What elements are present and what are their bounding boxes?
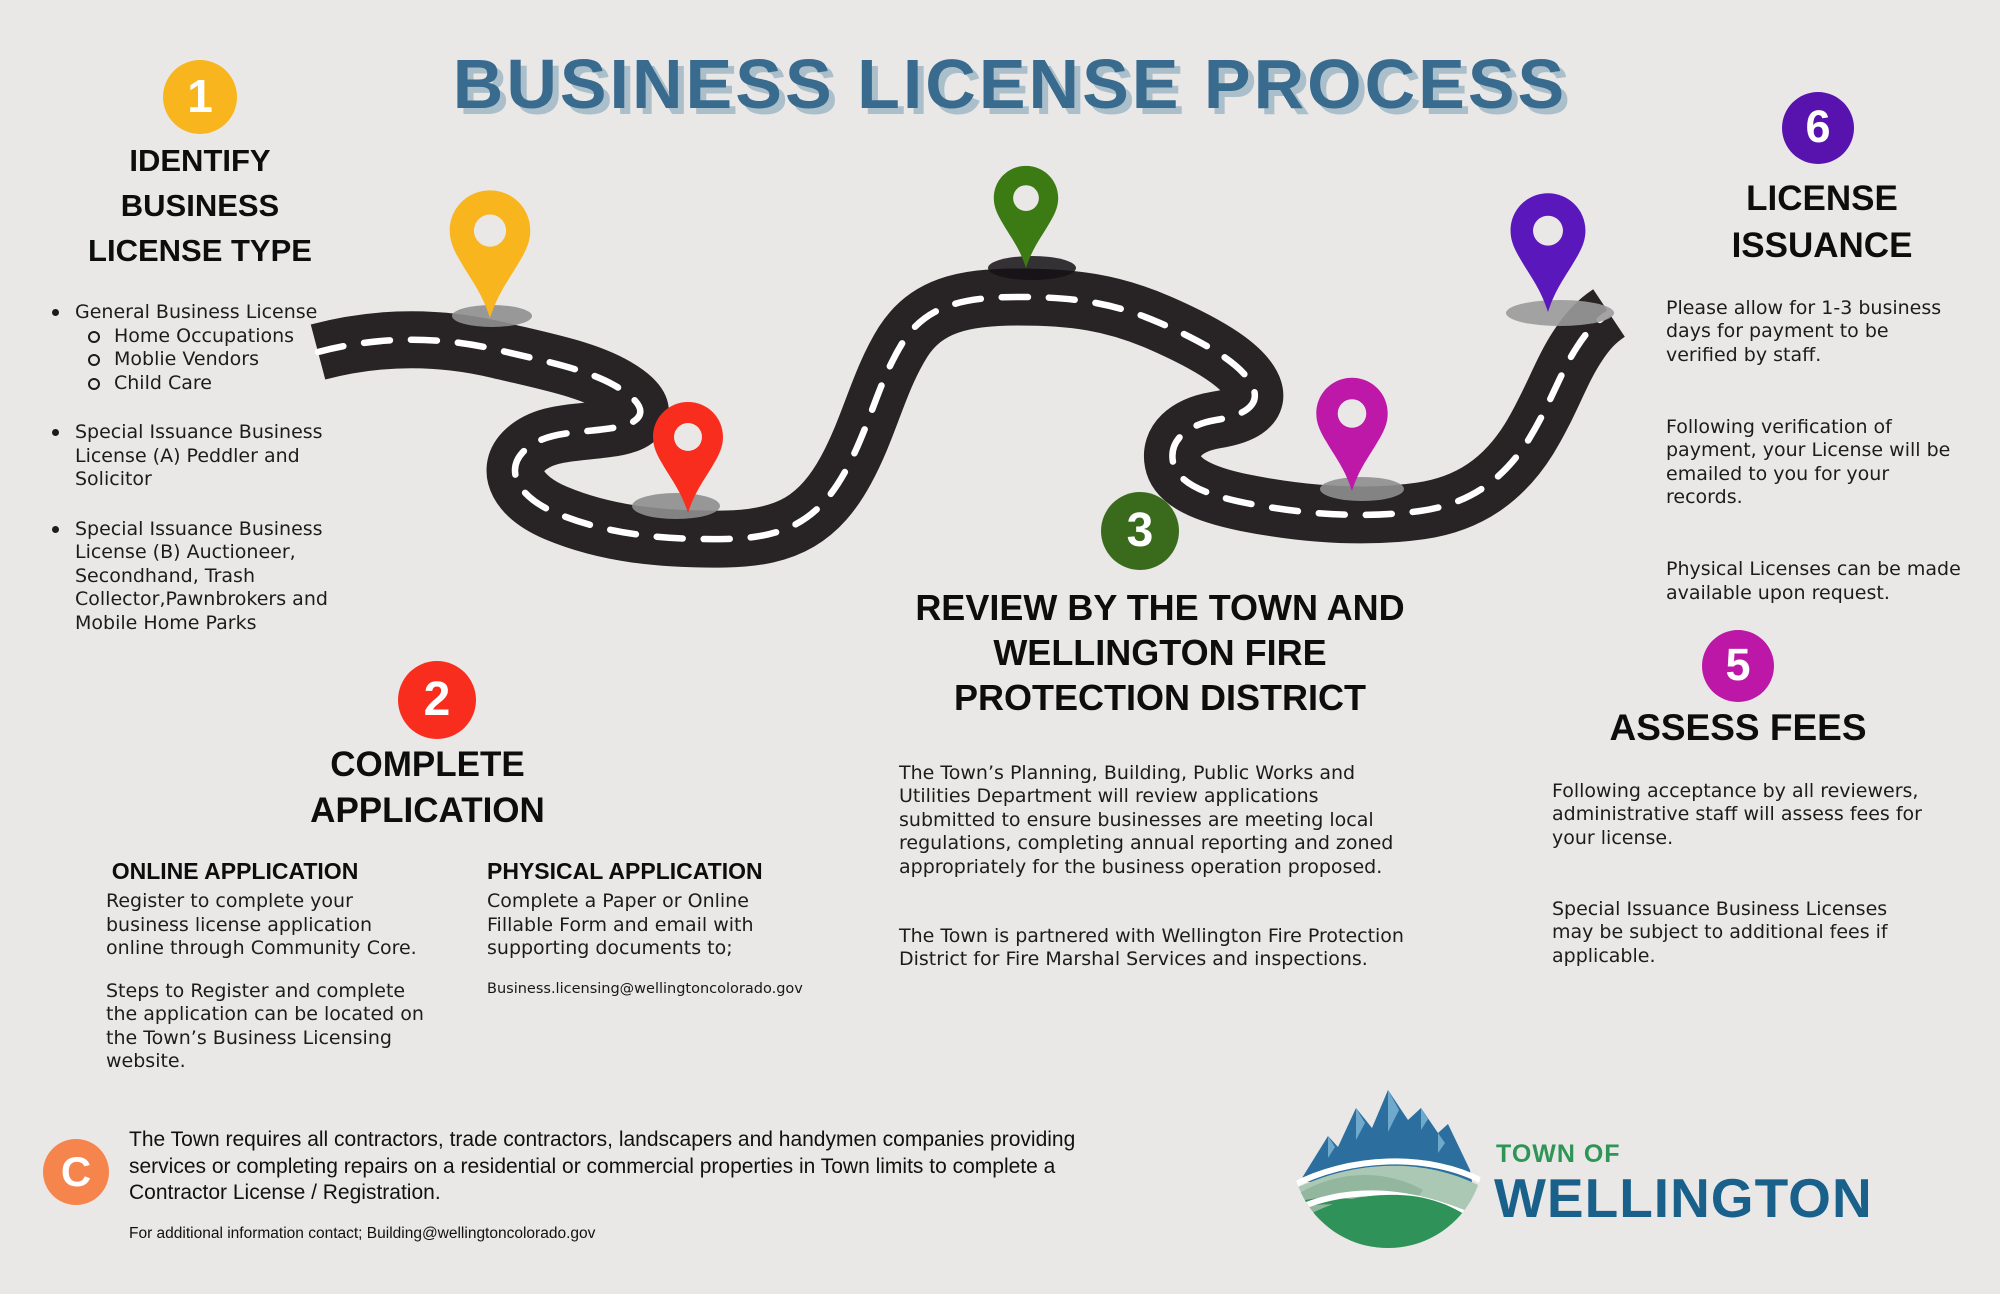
mountain-snow-facet bbox=[1328, 1136, 1335, 1158]
mountain-snow-facet bbox=[1421, 1108, 1428, 1130]
sub-list-item: Moblie Vendors bbox=[88, 348, 317, 372]
step1-heading: IDENTIFY BUSINESS LICENSE TYPE bbox=[88, 143, 312, 268]
sub-list-item: Home Occupations bbox=[88, 325, 317, 349]
business-licensing-email: Business.licensing@wellingtoncolorado.go… bbox=[487, 980, 803, 997]
mountains-shape bbox=[1302, 1090, 1472, 1182]
step6-body: Please allow for 1-3 business days for p… bbox=[1666, 273, 1986, 629]
step5-para1: Following acceptance by all reviewers, a… bbox=[1552, 779, 1922, 849]
sub-item-label: Child Care bbox=[114, 371, 212, 394]
step1-number-badge: 1 bbox=[163, 60, 237, 134]
step6-para3: Physical Licenses can be made available … bbox=[1666, 558, 1961, 604]
list-item-label: Special Issuance Business License (B) Au… bbox=[75, 517, 328, 634]
list-item-label: Special Issuance Business License (A) Pe… bbox=[75, 421, 323, 490]
page-title: BUSINESS LICENSE PROCESS bbox=[452, 45, 1568, 123]
online-application-para2: Steps to Register and complete the appli… bbox=[106, 979, 424, 1073]
map-pin-step3 bbox=[993, 165, 1059, 268]
list-item: General Business License Home Occupation… bbox=[52, 301, 382, 395]
list-item: Special Issuance Business License (A) Pe… bbox=[52, 421, 382, 492]
road-asphalt bbox=[318, 297, 1609, 539]
sub-item-label: Moblie Vendors bbox=[114, 348, 260, 370]
step3-number: 3 bbox=[1126, 503, 1154, 557]
step6-para1: Please allow for 1-3 business days for p… bbox=[1666, 296, 1942, 366]
town-of-wellington-emblem bbox=[1292, 1090, 1484, 1248]
step6-number-badge: 6 bbox=[1782, 92, 1854, 164]
sub-list-item: Child Care bbox=[88, 372, 317, 396]
hill-separator-line bbox=[1292, 1158, 1484, 1189]
mountain-snow-facet bbox=[1388, 1090, 1399, 1132]
map-pin-step5 bbox=[1316, 377, 1388, 491]
bullet-ring-icon bbox=[88, 330, 100, 343]
list-item: Special Issuance Business License (B) Au… bbox=[52, 518, 382, 636]
contractor-c-letter: C bbox=[60, 1148, 92, 1195]
mountain-snow-facet bbox=[1438, 1133, 1445, 1153]
logo-town-of-text: TOWN OF bbox=[1496, 1140, 1621, 1168]
bullet-ring-icon bbox=[88, 377, 100, 390]
step5-number: 5 bbox=[1725, 639, 1751, 690]
step3-number-badge: 3 bbox=[1101, 492, 1179, 570]
physical-application-para1: Complete a Paper or Online Fillable Form… bbox=[487, 890, 754, 959]
pin-shadow bbox=[1320, 477, 1404, 501]
step6-para2: Following verification of payment, your … bbox=[1666, 415, 1951, 509]
bullet-dot-icon bbox=[52, 525, 59, 533]
bullet-dot-icon bbox=[52, 429, 59, 436]
step6-heading: LICENSE ISSUANCE bbox=[1731, 179, 1913, 265]
step5-body: Following acceptance by all reviewers, a… bbox=[1552, 756, 1992, 992]
step3-para2: The Town is partnered with Wellington Fi… bbox=[899, 924, 1404, 971]
step2-number: 2 bbox=[423, 672, 451, 726]
step5-para2: Special Issuance Business Licenses may b… bbox=[1552, 897, 1888, 967]
pin-shadow bbox=[452, 305, 532, 327]
online-application-column: ONLINE APPLICATION Register to complete … bbox=[106, 858, 476, 1074]
step2-heading: COMPLETE APPLICATION bbox=[310, 745, 545, 830]
pin-shadow bbox=[1506, 300, 1614, 326]
sub-item-label: Home Occupations bbox=[114, 324, 295, 347]
bullet-dot-icon bbox=[52, 309, 59, 316]
step5-heading: ASSESS FEES bbox=[1609, 707, 1867, 748]
step3-body: The Town’s Planning, Building, Public Wo… bbox=[899, 738, 1479, 995]
mountain-snow-facet bbox=[1356, 1108, 1365, 1140]
step1-number: 1 bbox=[187, 70, 213, 122]
map-pin-step1 bbox=[449, 190, 531, 318]
contractor-c-badge: C bbox=[43, 1139, 109, 1205]
step5-number-badge: 5 bbox=[1702, 630, 1774, 702]
pin-shadow bbox=[988, 256, 1076, 280]
online-application-heading: ONLINE APPLICATION bbox=[111, 858, 359, 884]
step3-heading: REVIEW BY THE TOWN AND WELLINGTON FIRE P… bbox=[915, 587, 1405, 718]
list-item-label: General Business License bbox=[75, 301, 318, 323]
physical-application-heading: PHYSICAL APPLICATION bbox=[487, 858, 763, 884]
step1-license-type-list: General Business License Home Occupation… bbox=[52, 301, 382, 635]
bullet-ring-icon bbox=[88, 354, 100, 366]
step6-number: 6 bbox=[1805, 101, 1831, 152]
logo-wellington-text: WELLINGTON bbox=[1494, 1167, 1873, 1229]
physical-application-column: PHYSICAL APPLICATION Complete a Paper or… bbox=[487, 858, 847, 997]
pin-shadow bbox=[632, 493, 720, 519]
contact-line: For additional information contact; Buil… bbox=[129, 1225, 596, 1242]
contractor-note: The Town requires all contractors, trade… bbox=[129, 1128, 1076, 1204]
map-pin-step6 bbox=[1510, 193, 1586, 312]
step3-para1: The Town’s Planning, Building, Public Wo… bbox=[899, 761, 1394, 878]
step2-number-badge: 2 bbox=[398, 661, 476, 739]
online-application-para1: Register to complete your business licen… bbox=[106, 890, 417, 959]
